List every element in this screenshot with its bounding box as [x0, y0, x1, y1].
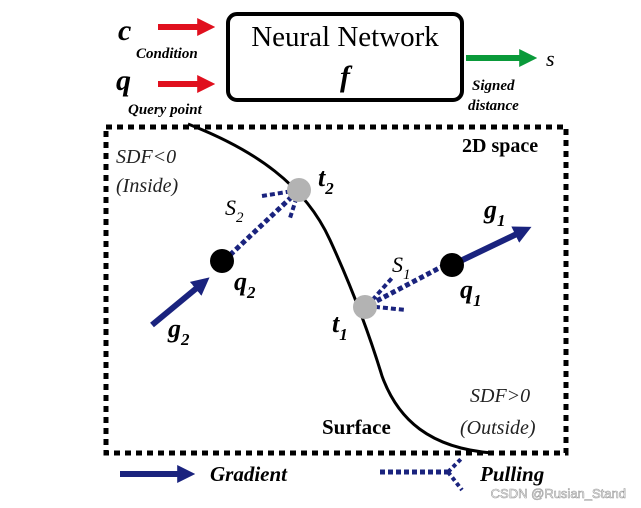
label-q1: q1	[460, 275, 482, 310]
gradient-arrow-g2	[150, 277, 210, 328]
pulling-line-1b	[365, 276, 394, 308]
target-point-t2	[287, 178, 311, 202]
target-point-t1	[353, 295, 377, 319]
input-c-label: Condition	[136, 46, 198, 62]
pulling-line-2b	[261, 188, 300, 198]
surface-label: Surface	[322, 415, 391, 439]
legend-pulling-label: Pulling	[479, 462, 544, 486]
legend-pulling-branch-2	[446, 470, 464, 492]
network-title: Neural Network	[251, 21, 439, 53]
input-q-label: Query point	[128, 102, 203, 118]
input-q-symbol: q	[116, 64, 131, 97]
inside-label-line1: SDF<0	[116, 146, 176, 168]
input-c-symbol: c	[118, 14, 131, 47]
output-label-line1: Signed	[472, 78, 515, 94]
inside-label-line2: (Inside)	[116, 175, 179, 197]
query-point-q2	[210, 249, 234, 273]
pulling-line-1a	[365, 262, 447, 309]
label-q2: q2	[234, 267, 256, 302]
outside-label-line2: (Outside)	[460, 417, 536, 439]
legend-gradient-label: Gradient	[210, 462, 288, 486]
label-s2: S2	[225, 195, 244, 226]
label-g2: g2	[167, 314, 190, 349]
neural-network-box	[226, 12, 464, 102]
label-s1: S1	[392, 252, 411, 283]
space-frame	[103, 124, 569, 456]
query-point-q1	[440, 253, 464, 277]
legend-pulling-branch-1	[446, 456, 464, 474]
pulling-line-1c	[366, 304, 407, 312]
gradient-arrow-g1	[450, 226, 532, 268]
output-s-symbol: s	[546, 46, 555, 71]
space-title: 2D space	[462, 135, 538, 157]
label-t1: t1	[332, 309, 348, 344]
outside-label-line1: SDF>0	[470, 385, 530, 407]
watermark: CSDN @Rusian_Stand	[491, 486, 626, 501]
label-t2: t2	[318, 163, 334, 198]
network-function: f	[340, 60, 353, 93]
label-g1: g1	[483, 195, 506, 230]
output-label-line2: distance	[468, 98, 519, 114]
